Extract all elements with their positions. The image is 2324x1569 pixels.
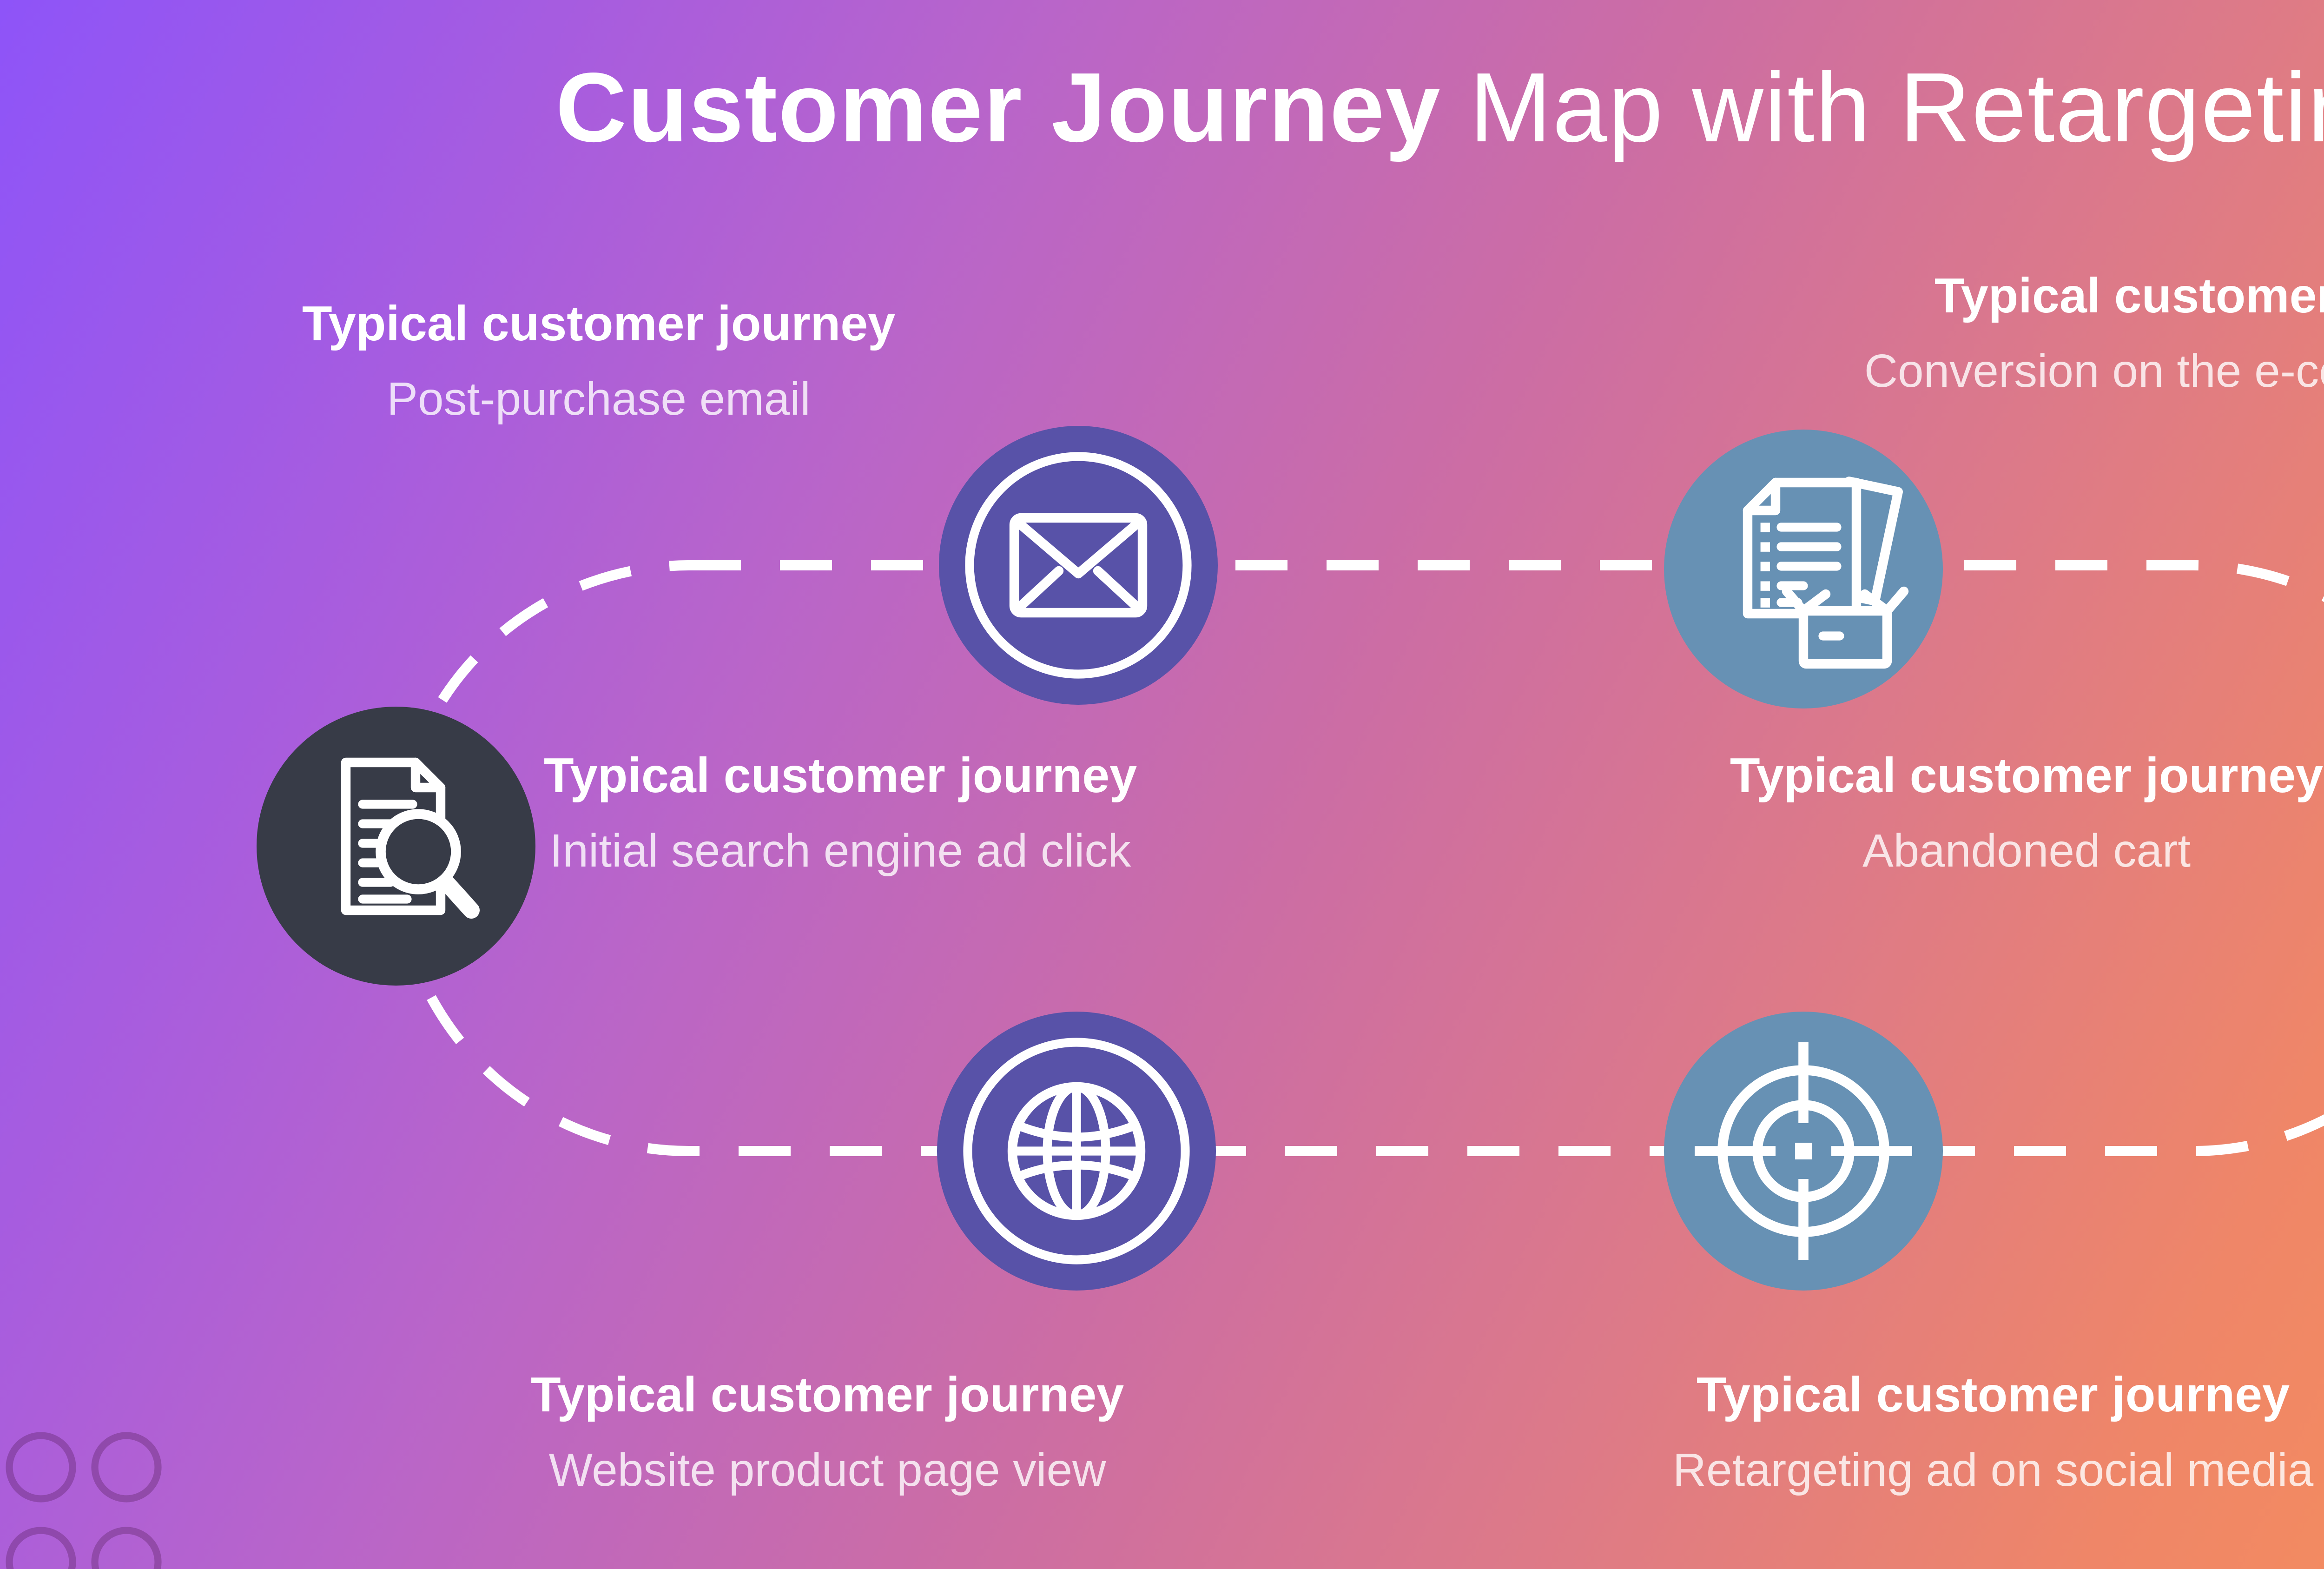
website-node	[937, 1012, 1216, 1291]
conversion-node	[1664, 430, 1943, 708]
page-title-highlight: Customer Journey	[555, 54, 1441, 164]
journey-label-post-purchase-email: Typical customer journey Post-purchase e…	[4, 294, 1194, 428]
journey-label-search-ad-click: Typical customer journey Initial search …	[245, 746, 1435, 880]
corner-rings-bottom-left-decoration	[6, 1432, 162, 1569]
journey-heading: Typical customer journey	[530, 1367, 1124, 1423]
retargeting-node	[1664, 1012, 1943, 1291]
globe-icon	[963, 1038, 1190, 1264]
journey-subtitle: Initial search engine ad click	[549, 826, 1131, 878]
journey-heading: Typical customer journey	[1934, 268, 2324, 324]
journey-label-retargeting-ad: Typical customer journey Retargeting ad …	[1398, 1365, 2324, 1499]
journey-heading: Typical customer journey	[302, 296, 896, 351]
journey-label-website-product-page: Typical customer journey Website product…	[232, 1365, 1422, 1499]
journey-subtitle: Abandoned cart	[1862, 826, 2191, 878]
journey-subtitle: Website product page view	[548, 1445, 1106, 1497]
document-search-icon	[341, 757, 480, 919]
target-icon	[1695, 1042, 1912, 1260]
email-node	[939, 426, 1218, 705]
documents-box-icon	[1743, 477, 1909, 669]
page-title: Customer Journey Map with Retargeting	[93, 52, 2324, 166]
search-ad-node	[257, 707, 535, 986]
journey-label-abandoned-cart: Typical customer journey Abandoned cart	[1432, 746, 2324, 880]
journey-heading: Typical customer journey	[1730, 748, 2324, 803]
journey-subtitle: Retargeting ad on social media	[1672, 1445, 2314, 1497]
email-envelope-icon	[965, 452, 1192, 679]
page-title-rest: Map with Retargeting	[1441, 54, 2324, 164]
journey-subtitle: Post-purchase email	[387, 374, 811, 426]
journey-subtitle: Conversion on the e-commerce site	[1864, 346, 2324, 398]
journey-heading: Typical customer journey	[543, 748, 1137, 803]
journey-heading: Typical customer journey	[1696, 1367, 2290, 1423]
journey-label-conversion: Typical customer journey Conversion on t…	[1636, 266, 2324, 400]
